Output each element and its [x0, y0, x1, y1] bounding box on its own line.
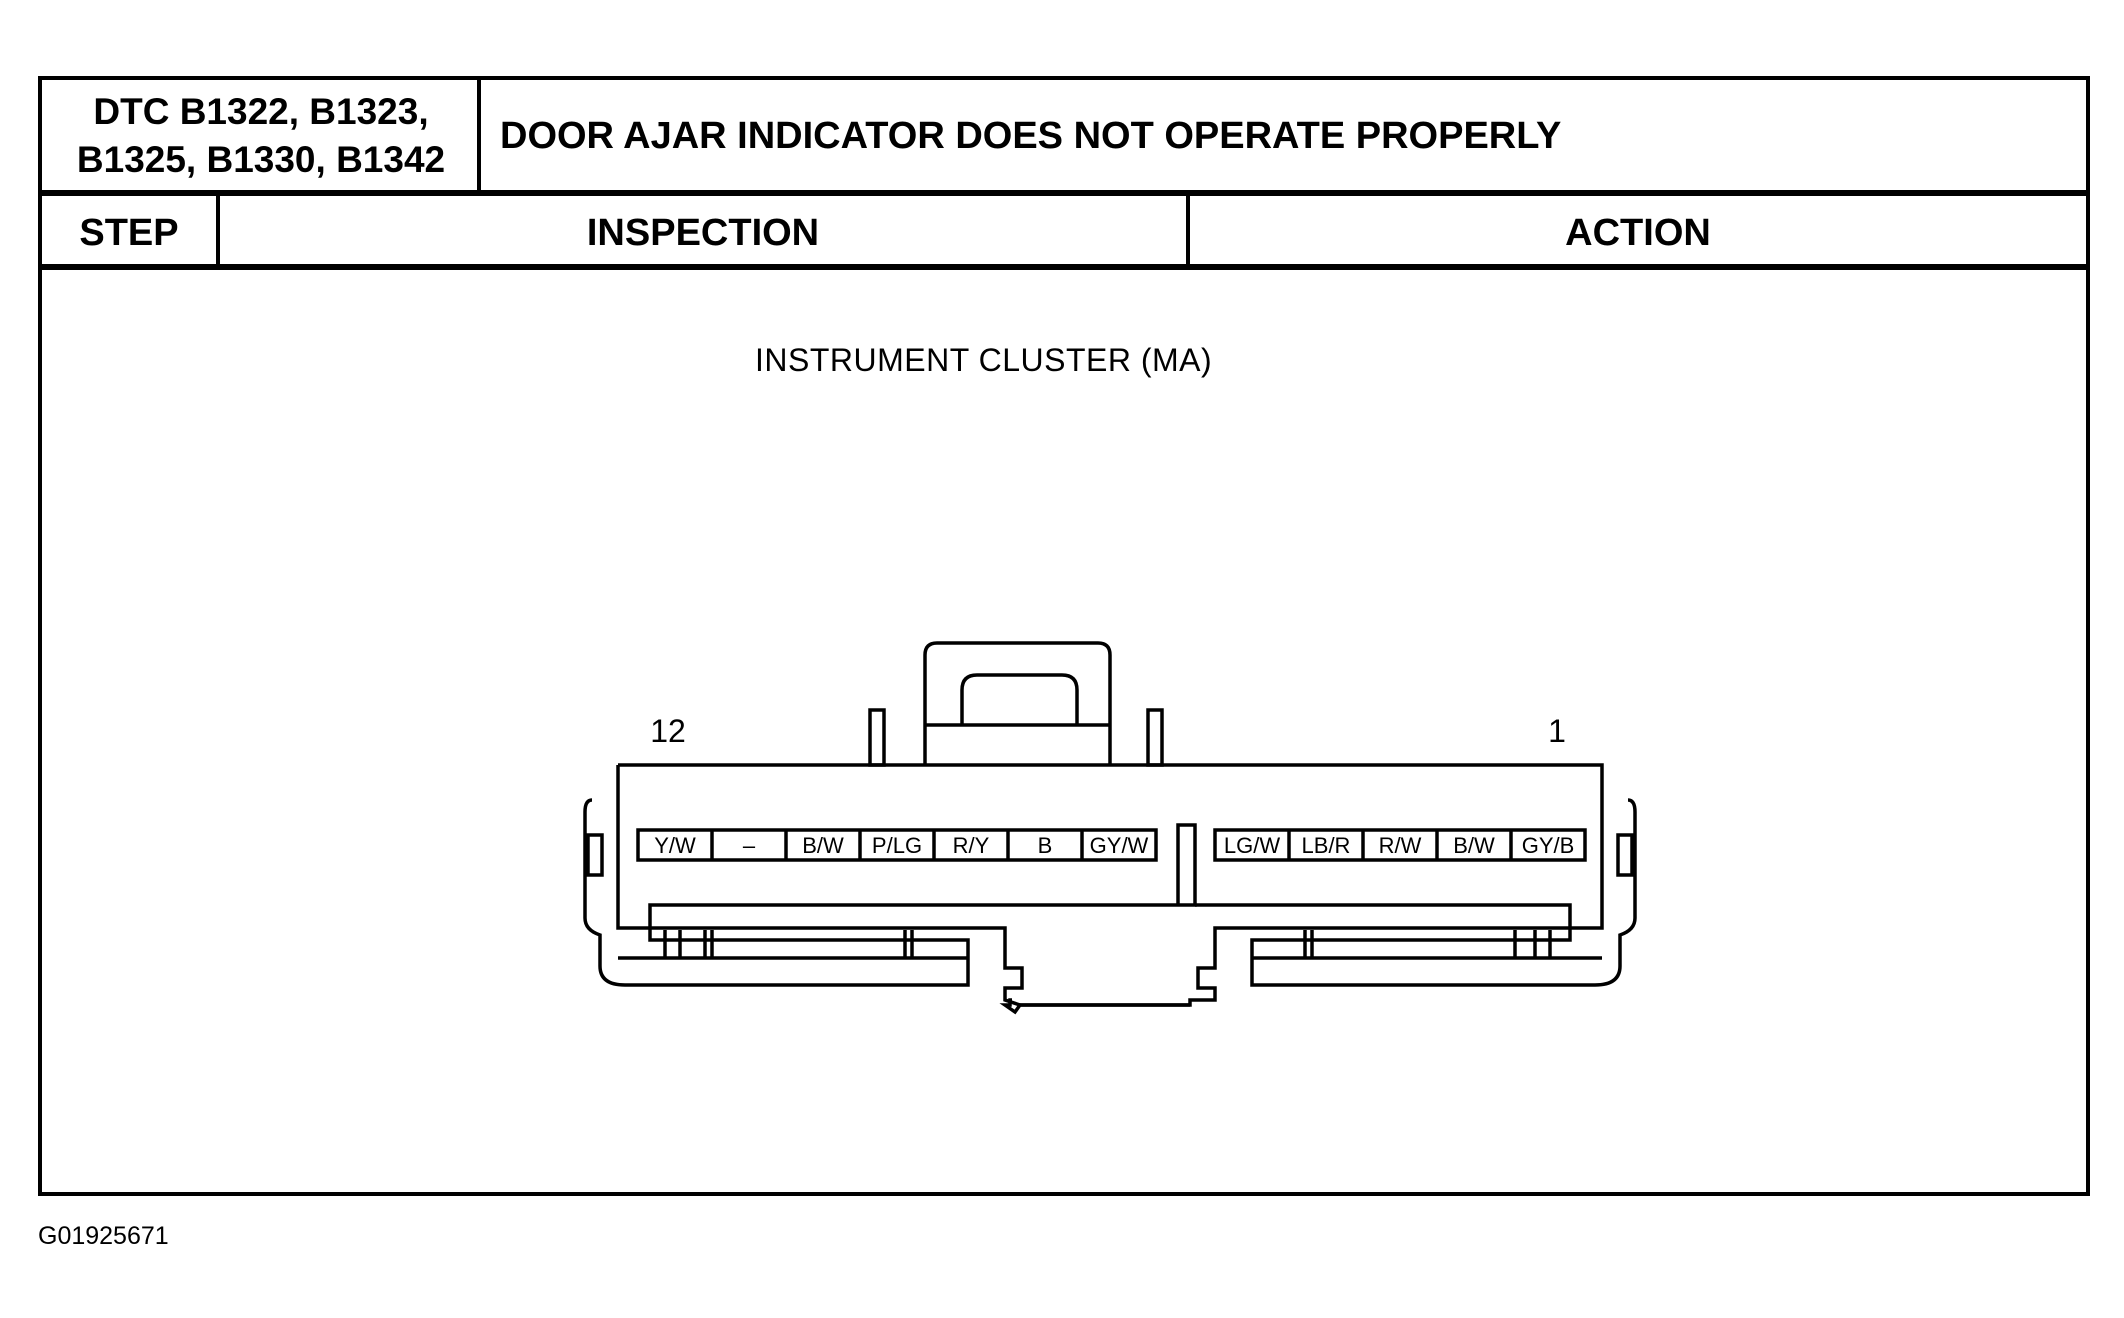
pin-label: B/W: [802, 833, 844, 858]
step-divider: [216, 192, 220, 266]
connector-latch: [923, 641, 1112, 765]
connector-post-right: [1146, 708, 1164, 767]
pin-label: LB/R: [1302, 833, 1351, 858]
pin-label: B: [1038, 833, 1053, 858]
pin-label: B/W: [1453, 833, 1495, 858]
column-action: ACTION: [1565, 211, 1711, 254]
connector-latch-inner: [960, 673, 1079, 725]
figure-code: G01925671: [38, 1222, 169, 1250]
column-step: STEP: [79, 211, 179, 254]
pin-label: R/W: [1379, 833, 1422, 858]
dtc-line-2: B1325, B1330, B1342: [76, 139, 446, 180]
connector-post-left: [868, 708, 886, 767]
connector-rim-right: [1250, 798, 1637, 987]
pin-label: –: [743, 833, 756, 858]
diagram-frame: [38, 76, 2090, 1196]
diagram-caption: INSTRUMENT CLUSTER (MA): [755, 342, 1213, 378]
pin-label: GY/B: [1522, 833, 1575, 858]
dtc-divider: [477, 76, 481, 192]
connector-body: [618, 763, 1604, 1015]
connector-rim-left: [583, 798, 970, 987]
pin-number-12: 12: [650, 713, 686, 749]
column-inspection: INSPECTION: [586, 211, 820, 254]
dtc-line-1: DTC B1322, B1323,: [93, 91, 429, 132]
pin-row-right: [1213, 828, 1587, 862]
page-title: DOOR AJAR INDICATOR DOES NOT OPERATE PRO…: [500, 114, 1562, 157]
dtc-codes: DTC B1322, B1323, B1325, B1330, B1342: [42, 80, 480, 192]
pin-label: LG/W: [1224, 833, 1280, 858]
inspection-divider: [1186, 192, 1190, 266]
pin-number-1: 1: [1548, 713, 1566, 749]
pin-label: R/Y: [953, 833, 990, 858]
columns-divider: [38, 264, 2090, 270]
pin-row-left: [636, 828, 1158, 862]
pin-label: GY/W: [1090, 833, 1149, 858]
pin-label: Y/W: [654, 833, 696, 858]
header-divider: [38, 190, 2090, 196]
pin-label: P/LG: [872, 833, 922, 858]
